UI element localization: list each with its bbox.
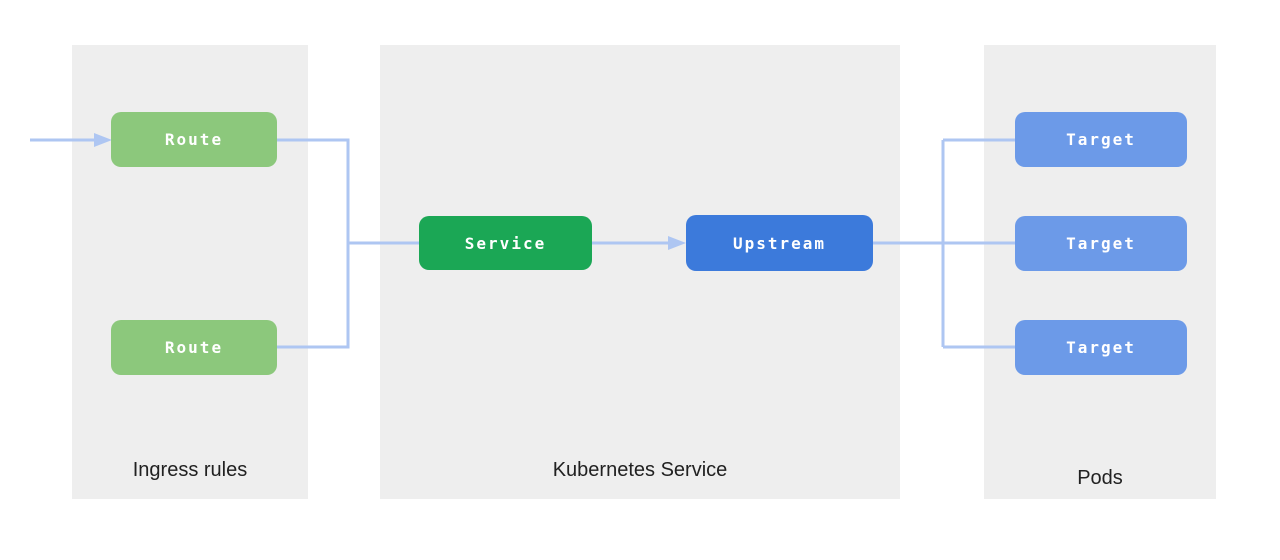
connector-routes-merge bbox=[277, 138, 350, 349]
panel-label-pods: Pods bbox=[1077, 467, 1123, 489]
node-target-3: Target bbox=[1015, 320, 1187, 375]
panel-kubernetes-service bbox=[380, 45, 900, 499]
node-route-1: Route bbox=[111, 112, 277, 167]
node-route-2: Route bbox=[111, 320, 277, 375]
node-route-2-label: Route bbox=[164, 338, 224, 357]
node-upstream-label: Upstream bbox=[732, 233, 827, 253]
panel-label-kubernetes-service: Kubernetes Service bbox=[552, 459, 728, 481]
arrowhead-into-upstream-icon bbox=[668, 236, 686, 250]
node-target-3-label: Target bbox=[1066, 338, 1136, 357]
node-service-label: Service bbox=[464, 233, 547, 253]
node-target-1-label: Target bbox=[1066, 130, 1136, 149]
node-service: Service bbox=[419, 216, 592, 270]
arrowhead-into-route-1-icon bbox=[94, 133, 112, 147]
node-route-1-label: Route bbox=[164, 130, 224, 149]
panel-label-ingress-rules: Ingress rules bbox=[132, 459, 248, 481]
node-upstream: Upstream bbox=[686, 215, 873, 271]
node-target-2-label: Target bbox=[1066, 234, 1136, 253]
node-target-1: Target bbox=[1015, 112, 1187, 167]
node-target-2: Target bbox=[1015, 216, 1187, 271]
